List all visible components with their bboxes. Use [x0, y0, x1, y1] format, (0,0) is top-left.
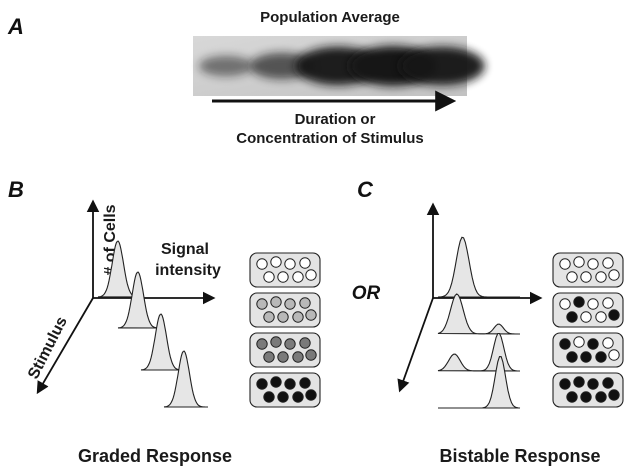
cell-dot [602, 297, 614, 309]
cell-dot [299, 257, 311, 269]
panel-b-letter: B [8, 177, 24, 202]
cell-dot [566, 351, 578, 363]
cell-dot [270, 336, 282, 348]
cell-dot [559, 258, 571, 270]
cell-dot [263, 391, 275, 403]
cell-dot [256, 378, 268, 390]
bistable-cell-boxes [552, 252, 624, 408]
cell-dot [602, 377, 614, 389]
stimulus-axis [36, 297, 94, 395]
arrow-label-line2: Concentration of Stimulus [236, 130, 424, 147]
bistable-histograms [437, 236, 521, 409]
cell-dot [277, 271, 289, 283]
cell-dot [284, 338, 296, 350]
histogram-peak [117, 271, 163, 329]
cell-dot [292, 351, 304, 363]
cell-dot [277, 311, 289, 323]
cell-dot [263, 271, 275, 283]
cell-dot [602, 337, 614, 349]
cell-dot [608, 349, 620, 361]
cell-dot [305, 309, 317, 321]
cell-dot [573, 336, 585, 348]
cell-dot [305, 389, 317, 401]
cell-dot [580, 351, 592, 363]
cell-dot [595, 351, 607, 363]
cell-dot [573, 296, 585, 308]
panel-a-title: Population Average [260, 9, 400, 26]
histogram-peak [437, 332, 521, 372]
panel-c-letter: C [357, 177, 374, 202]
cell-dot [559, 378, 571, 390]
cell-dot [299, 377, 311, 389]
or-label: OR [352, 283, 381, 304]
cell-dot [573, 256, 585, 268]
c-stimulus-axis [397, 297, 434, 393]
cell-dot [602, 257, 614, 269]
cell-dot [580, 311, 592, 323]
cell-dot [573, 376, 585, 388]
panel-a-letter: A [7, 14, 24, 39]
cell-dot [566, 391, 578, 403]
blot-bands [198, 46, 485, 86]
cell-dot [608, 269, 620, 281]
cell-dot [256, 338, 268, 350]
cell-dot [299, 297, 311, 309]
graded-histograms [97, 240, 209, 408]
blot-band [198, 55, 254, 77]
cell-dot [559, 298, 571, 310]
cell-dot [263, 311, 275, 323]
cell-dot [595, 391, 607, 403]
cell-dot [580, 271, 592, 283]
cell-dot [595, 311, 607, 323]
cell-dot [292, 391, 304, 403]
cell-dot [277, 351, 289, 363]
axis-x-label-line2: intensity [155, 262, 221, 279]
cell-dot [587, 298, 599, 310]
histogram-peak [163, 350, 209, 408]
cell-dot [305, 349, 317, 361]
cell-dot [270, 376, 282, 388]
cell-dot [608, 389, 620, 401]
cell-dot [270, 256, 282, 268]
histogram-peak [437, 293, 521, 335]
axis-x-label-line1: Signal [161, 241, 209, 258]
cell-dot [292, 311, 304, 323]
histogram-peak [437, 236, 520, 298]
cell-dot [305, 269, 317, 281]
cell-dot [580, 391, 592, 403]
cell-dot [566, 271, 578, 283]
cell-dot [608, 309, 620, 321]
graded-cell-boxes [249, 252, 321, 408]
cell-dot [587, 258, 599, 270]
cell-dot [263, 351, 275, 363]
cell-dot [284, 298, 296, 310]
cell-dot [292, 271, 304, 283]
cell-dot [559, 338, 571, 350]
cell-dot [299, 337, 311, 349]
cell-dot [270, 296, 282, 308]
cell-dot [256, 298, 268, 310]
cell-dot [587, 378, 599, 390]
cell-dot [277, 391, 289, 403]
cell-dot [566, 311, 578, 323]
histogram-peak [438, 356, 521, 409]
cell-dot [256, 258, 268, 270]
bistable-caption: Bistable Response [439, 446, 600, 466]
cell-dot [595, 271, 607, 283]
cell-dot [284, 258, 296, 270]
arrow-label-line1: Duration or [295, 111, 376, 128]
graded-caption: Graded Response [78, 446, 232, 466]
cell-dot [587, 338, 599, 350]
blot-band [399, 46, 485, 86]
cell-dot [284, 378, 296, 390]
